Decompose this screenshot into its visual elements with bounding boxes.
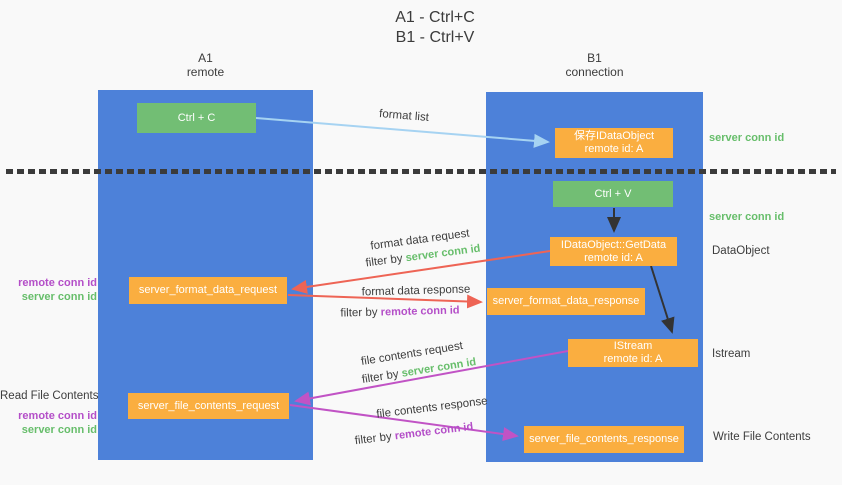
node-istream: IStream remote id: A (568, 339, 698, 367)
left-label-server-conn-id-1: server conn id (21, 291, 97, 303)
node-ctrl-c-label: Ctrl + C (177, 111, 216, 124)
right-label-server-conn-id-1: server conn id (709, 132, 785, 144)
node-ctrl-v-label: Ctrl + V (594, 187, 632, 200)
node-server-file-contents-request: server_file_contents_request (128, 393, 289, 419)
title-line-1: A1 - Ctrl+C (395, 9, 475, 26)
node-save-idataobject: 保存IDataObject remote id: A (555, 128, 673, 158)
node-ctrl-v: Ctrl + V (553, 181, 673, 207)
left-label-remote-conn-id-2: remote conn id (18, 410, 97, 422)
node-server-format-data-request-label: server_format_data_request (138, 284, 278, 296)
diagram-title: A1 - Ctrl+C B1 - Ctrl+V (395, 8, 475, 48)
node-server-file-contents-response: server_file_contents_response (524, 426, 684, 453)
right-label-istream: Istream (712, 348, 751, 360)
right-label-write-file-contents: Write File Contents (713, 431, 811, 443)
node-ctrl-c: Ctrl + C (137, 103, 256, 133)
lane-b-header: B1 connection (486, 51, 703, 79)
node-server-format-data-response: server_format_data_response (487, 288, 645, 315)
session-divider-dotted-line (6, 169, 836, 174)
left-label-server-conn-id-2: server conn id (21, 424, 97, 436)
lane-a-header: A1 remote (98, 51, 313, 79)
arrow-format-data-response (287, 294, 483, 309)
filter-by-text: filter by (340, 306, 378, 320)
title-line-2: B1 - Ctrl+V (395, 29, 475, 46)
arrow-getdata-to-istream (650, 265, 675, 334)
arrow-file-contents-response (289, 404, 519, 442)
node-idataobject-getdata-title: IDataObject::GetData (560, 238, 667, 251)
lane-b-subtitle: connection (565, 65, 624, 79)
node-istream-subtitle: remote id: A (603, 353, 663, 365)
arrow-file-contents-request (294, 350, 569, 406)
node-server-format-data-response-label: server_format_data_response (492, 295, 640, 307)
node-idataobject-getdata-subtitle: remote id: A (584, 251, 643, 264)
lane-a-subtitle: remote (186, 65, 225, 79)
node-server-file-contents-response-label: server_file_contents_response (529, 433, 679, 445)
right-label-server-conn-id-2: server conn id (709, 211, 785, 223)
left-label-remote-conn-id-1: remote conn id (18, 277, 97, 289)
node-save-idataobject-title: 保存IDataObject (573, 130, 655, 142)
node-server-file-contents-request-label: server_file_contents_request (137, 399, 280, 412)
right-label-dataobject: DataObject (712, 245, 770, 257)
node-server-format-data-request: server_format_data_request (129, 277, 287, 304)
node-idataobject-getdata: IDataObject::GetData remote id: A (550, 237, 677, 266)
lane-a-name: A1 (198, 51, 213, 65)
left-label-read-file-contents: Read File Contents (0, 390, 99, 402)
node-istream-title: IStream (613, 340, 653, 352)
remote-conn-id-text: remote conn id (380, 304, 460, 319)
arrow-format-list (255, 117, 550, 148)
arrow-format-data-request (291, 250, 551, 294)
node-save-idataobject-subtitle: remote id: A (584, 143, 644, 155)
lane-b-name: B1 (587, 51, 602, 65)
